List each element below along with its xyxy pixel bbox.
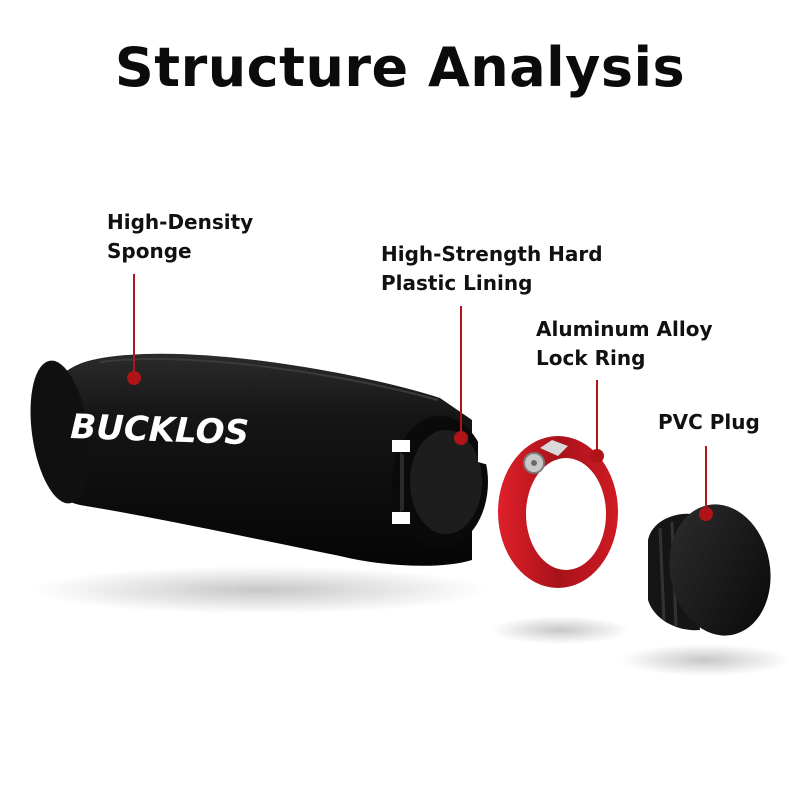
label-line: Aluminum Alloy — [536, 317, 713, 341]
label-line: High-Strength Hard — [381, 242, 603, 266]
label-line: Plastic Lining — [381, 271, 533, 295]
leader-dot-ring — [590, 449, 604, 463]
pvc-plug — [648, 504, 771, 636]
ring-shadow — [490, 616, 630, 644]
label-line: Lock Ring — [536, 346, 646, 370]
label-high-density-sponge: High-Density Sponge — [107, 208, 253, 266]
brand-logo: BUCKLOS — [70, 407, 250, 453]
leader-dot-lining — [454, 431, 468, 445]
lock-ring — [498, 436, 618, 588]
plastic-lining — [392, 416, 492, 548]
label-plastic-lining: High-Strength Hard Plastic Lining — [381, 240, 603, 298]
leader-dot-plug — [699, 507, 713, 521]
grip-shadow — [30, 566, 490, 614]
label-lock-ring: Aluminum Alloy Lock Ring — [536, 315, 713, 373]
label-pvc-plug: PVC Plug — [658, 408, 760, 437]
plug-shadow — [620, 644, 790, 676]
callout-leaders — [127, 274, 713, 521]
sponge-grip — [30, 353, 472, 566]
label-line: PVC Plug — [658, 410, 760, 434]
label-line: Sponge — [107, 239, 192, 263]
label-line: High-Density — [107, 210, 254, 234]
page-title: Structure Analysis — [114, 36, 686, 99]
leader-dot-sponge — [127, 371, 141, 385]
